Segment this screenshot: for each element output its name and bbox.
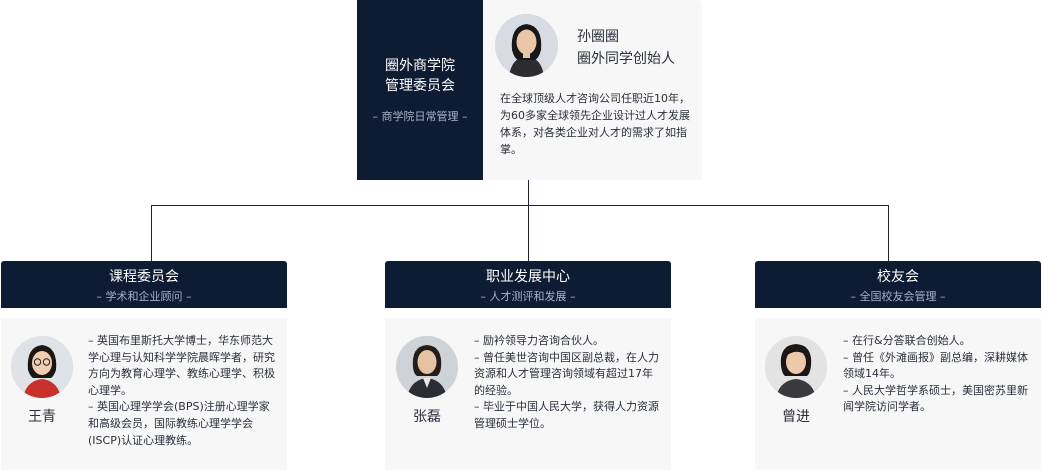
management-committee-title-1: 圈外商学院 — [385, 58, 455, 74]
course-committee-header: 课程委员会 – 学术和企业顾问 – — [1, 261, 287, 308]
founder-role: 圈外同学创始人 — [577, 51, 675, 67]
alumni-association-person-name: 曾进 — [782, 409, 810, 425]
bio-line: – 英国布里斯托大学博士，华东师范大学心理与认知科学学院晨晖学者，研究方向为教育… — [88, 334, 275, 397]
career-center-title: 职业发展中心 — [486, 269, 570, 285]
founder-name: 孙圈圈 — [577, 29, 619, 45]
course-committee-bio: – 英国布里斯托大学博士，华东师范大学心理与认知科学学院晨晖学者，研究方向为教育… — [88, 333, 276, 449]
course-committee-person-name: 王青 — [28, 409, 56, 425]
founder-description: 在全球顶级人才咨询公司任职近10年，为60多家全球领先企业设计过人才发展体系，对… — [500, 92, 690, 156]
alumni-association-subtitle: – 全国校友会管理 – — [850, 290, 946, 303]
connector-drop-left — [151, 205, 152, 261]
management-committee-subtitle: – 商学院日常管理 – — [372, 110, 468, 123]
connector-horizontal — [151, 205, 889, 206]
connector-vertical-top — [528, 180, 529, 206]
person-portrait-icon — [765, 336, 827, 398]
connector-drop-right — [888, 205, 889, 261]
course-committee-title: 课程委员会 — [109, 269, 179, 285]
bio-line: – 毕业于中国人民大学，获得人力资源管理硕士学位。 — [474, 400, 659, 430]
alumni-association-bio: – 在行&分答联合创始人。 – 曾任《外滩画报》副总编，深耕媒体领域14年。 –… — [843, 333, 1029, 416]
connector-drop-center — [528, 205, 529, 261]
person-portrait-icon — [11, 336, 73, 398]
bio-line: – 曾任美世咨询中国区副总裁，在人力资源和人才管理咨询领域有超过17年的经验。 — [474, 350, 659, 397]
alumni-association-title: 校友会 — [877, 269, 919, 285]
bio-line: – 人民大学哲学系硕士，美国密苏里新闻学院访问学者。 — [843, 383, 1028, 414]
person-portrait-icon — [495, 14, 558, 77]
bio-line: – 励衿领导力咨询合伙人。 — [474, 334, 604, 347]
career-center-person-name: 张磊 — [413, 409, 441, 425]
career-center-bio: – 励衿领导力咨询合伙人。 – 曾任美世咨询中国区副总裁，在人力资源和人才管理咨… — [474, 333, 660, 433]
management-committee-title-2: 管理委员会 — [385, 78, 455, 94]
bio-line: – 在行&分答联合创始人。 — [843, 334, 971, 347]
management-committee-node: 圈外商学院 管理委员会 – 商学院日常管理 – — [357, 0, 483, 180]
bio-line: – 曾任《外滩画报》副总编，深耕媒体领域14年。 — [843, 350, 1028, 381]
person-portrait-icon — [396, 336, 458, 398]
alumni-association-header: 校友会 – 全国校友会管理 – — [755, 261, 1041, 308]
career-center-subtitle: – 人才测评和发展 – — [480, 290, 576, 303]
course-committee-subtitle: – 学术和企业顾问 – — [96, 290, 192, 303]
bio-line: – 英国心理学学会(BPS)注册心理学家和高级会员，国际教练心理学学会(ISCP… — [88, 400, 270, 447]
career-center-header: 职业发展中心 – 人才测评和发展 – — [385, 261, 671, 308]
